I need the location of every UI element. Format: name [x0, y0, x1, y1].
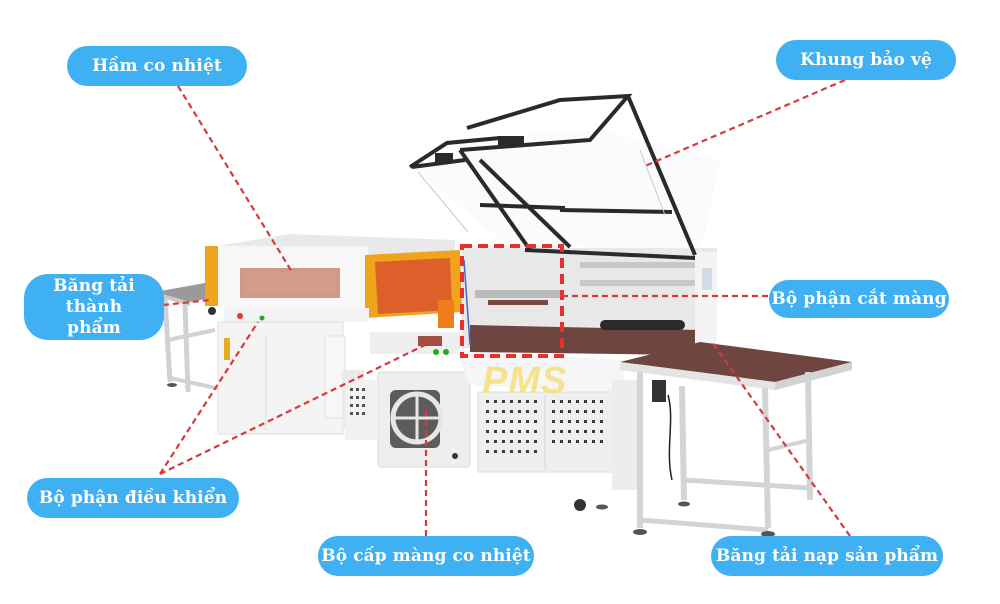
shrink-tunnel-graphic [205, 234, 462, 332]
electrical-cabinet-graphic [217, 321, 364, 435]
label-bang-tai-thanh-pham: Băng tải thành phẩm [24, 274, 164, 340]
label-bang-tai-nap-san-pham: Băng tải nạp sản phẩm [711, 536, 943, 576]
label-text: Bộ cấp màng co nhiệt [321, 545, 531, 566]
label-text: Bộ phận điều khiển [38, 487, 228, 508]
label-text: Hầm co nhiệt [92, 55, 222, 76]
label-khung-bao-ve: Khung bảo vệ [776, 40, 956, 80]
leader-ham-co-nhiet [177, 85, 293, 273]
label-text: Khung bảo vệ [800, 49, 932, 70]
label-text-line1: Băng tải [53, 275, 135, 296]
leader-khung-bao-ve [644, 78, 846, 168]
label-bo-cap-mang-co-nhiet: Bộ cấp màng co nhiệt [318, 536, 534, 576]
label-ham-co-nhiet: Hầm co nhiệt [67, 46, 247, 86]
label-bo-phan-cat-mang: Bộ phận cắt màng [769, 280, 949, 318]
infeed-conveyor-graphic [620, 342, 852, 537]
cutting-unit-highlight [460, 244, 564, 358]
leader-dieu-khien-1 [159, 321, 259, 475]
pms-watermark: PMS [482, 360, 568, 402]
label-text: Bộ phận cắt màng [771, 288, 947, 309]
leader-dieu-khien-2 [159, 344, 426, 475]
leader-bang-tai-thanh-pham [162, 298, 211, 307]
label-text: Băng tải nạp sản phẩm [715, 545, 939, 566]
protective-frame-graphic [408, 93, 720, 260]
label-text-line2: thành phẩm [65, 296, 123, 338]
label-bo-phan-dieu-khien: Bộ phận điều khiển [27, 478, 239, 518]
sealing-body-graphic [455, 248, 717, 511]
film-feeder-graphic [345, 332, 471, 468]
leader-lines [159, 78, 851, 537]
